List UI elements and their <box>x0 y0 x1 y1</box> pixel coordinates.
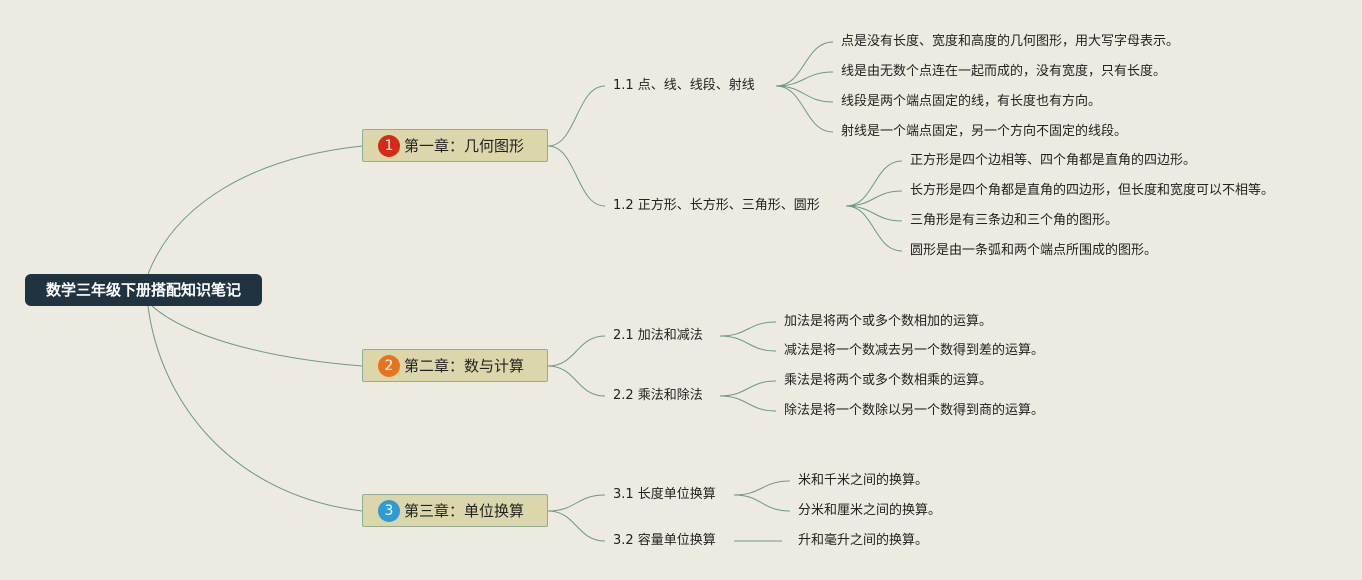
chapter-3-node[interactable]: 3 第三章：单位换算 <box>362 494 548 527</box>
chapter-2-node[interactable]: 2 第二章：数与计算 <box>362 349 548 382</box>
number-2-badge-icon: 2 <box>378 354 400 377</box>
chapter-connector <box>547 335 606 367</box>
chapter-1-node[interactable]: 1 第一章：几何图形 <box>362 129 548 162</box>
leaf-connector <box>719 380 777 397</box>
root-connector <box>147 305 363 512</box>
leaf-item[interactable]: 乘法是将两个或多个数相乘的运算。 <box>784 373 993 388</box>
chapter-connector <box>547 85 606 147</box>
leaf-connector <box>733 494 791 512</box>
leaf-connector <box>719 395 777 412</box>
chapter-title: 第二章：数与计算 <box>404 357 525 375</box>
root-connector <box>147 145 363 275</box>
leaf-connector <box>845 205 903 252</box>
root-connector <box>151 305 363 367</box>
leaf-connector <box>845 160 903 207</box>
leaf-item[interactable]: 射线是一个端点固定，另一个方向不固定的线段。 <box>841 124 1128 139</box>
leaf-item[interactable]: 三角形是有三条边和三个角的图形。 <box>910 213 1119 228</box>
number-1-badge-icon: 1 <box>378 134 400 157</box>
leaf-connector <box>775 41 834 87</box>
leaf-item[interactable]: 线段是两个端点固定的线，有长度也有方向。 <box>841 94 1102 109</box>
leaf-connector <box>719 321 777 337</box>
leaf-connector <box>775 71 834 87</box>
leaf-item[interactable]: 除法是将一个数除以另一个数得到商的运算。 <box>784 403 1045 418</box>
section-3-1[interactable]: 3.1 长度单位换算 <box>613 487 716 502</box>
leaf-item[interactable]: 升和毫升之间的换算。 <box>798 533 929 548</box>
leaf-connector <box>845 190 903 207</box>
section-3-2[interactable]: 3.2 容量单位换算 <box>613 533 716 548</box>
section-2-1[interactable]: 2.1 加法和减法 <box>613 328 703 343</box>
leaf-connector <box>719 335 777 352</box>
section-1-1[interactable]: 1.1 点、线、线段、射线 <box>613 78 755 93</box>
leaf-item[interactable]: 米和千米之间的换算。 <box>798 473 929 488</box>
leaf-item[interactable]: 减法是将一个数减去另一个数得到差的运算。 <box>784 343 1045 358</box>
section-2-2[interactable]: 2.2 乘法和除法 <box>613 388 703 403</box>
leaf-item[interactable]: 加法是将两个或多个数相加的运算。 <box>784 314 993 329</box>
chapter-connector <box>547 494 606 512</box>
section-1-2[interactable]: 1.2 正方形、长方形、三角形、圆形 <box>613 198 820 213</box>
leaf-connector <box>733 480 791 496</box>
leaf-connector <box>845 205 903 222</box>
number-3-badge-icon: 3 <box>378 499 400 522</box>
leaf-connector <box>775 85 834 103</box>
chapter-connector <box>547 145 606 207</box>
chapter-connector <box>547 510 606 542</box>
leaf-item[interactable]: 长方形是四个角都是直角的四边形，但长度和宽度可以不相等。 <box>910 183 1275 198</box>
leaf-item[interactable]: 分米和厘米之间的换算。 <box>798 503 942 518</box>
root-topic[interactable]: 数学三年级下册搭配知识笔记 <box>25 274 262 306</box>
leaf-item[interactable]: 线是由无数个点连在一起而成的，没有宽度，只有长度。 <box>841 64 1167 79</box>
chapter-connector <box>547 365 606 397</box>
leaf-item[interactable]: 正方形是四个边相等、四个角都是直角的四边形。 <box>910 153 1197 168</box>
leaf-connector <box>775 85 834 133</box>
chapter-title: 第一章：几何图形 <box>404 137 525 155</box>
leaf-item[interactable]: 点是没有长度、宽度和高度的几何图形，用大写字母表示。 <box>841 34 1180 49</box>
chapter-title: 第三章：单位换算 <box>404 502 525 520</box>
leaf-item[interactable]: 圆形是由一条弧和两个端点所围成的图形。 <box>910 243 1158 258</box>
